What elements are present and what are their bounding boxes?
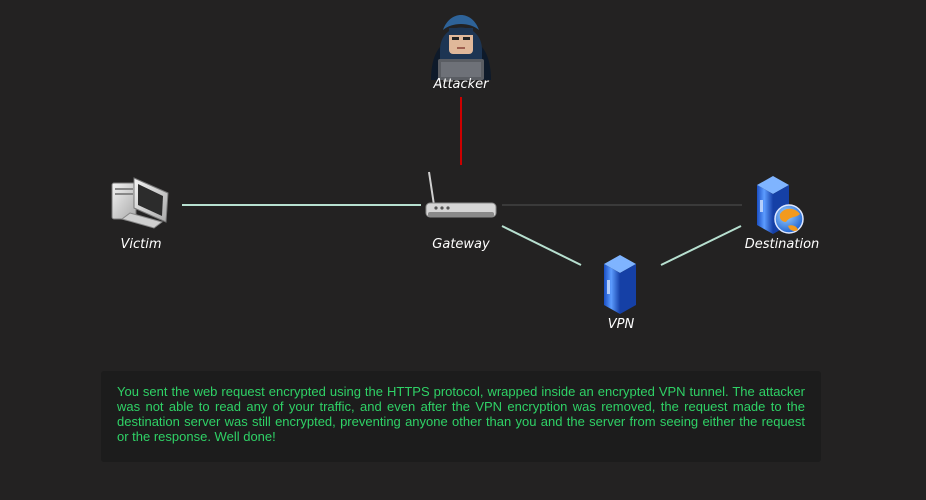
server-tower-icon	[604, 255, 636, 314]
link-vpn-destination	[660, 225, 742, 266]
web-server-globe-icon	[757, 176, 804, 234]
link-gateway-vpn	[501, 225, 582, 266]
result-message-box: You sent the web request encrypted using…	[101, 371, 821, 462]
node-label-attacker: Attacker	[433, 77, 489, 92]
result-message-text: You sent the web request encrypted using…	[117, 384, 805, 444]
router-icon	[425, 171, 497, 218]
node-label-gateway: Gateway	[432, 237, 490, 252]
hooded-hacker-laptop-icon	[431, 15, 491, 80]
node-label-victim: Victim	[120, 237, 162, 252]
desktop-computer-icon	[111, 177, 169, 229]
node-label-vpn: VPN	[607, 317, 635, 332]
node-label-destination: Destination	[744, 237, 820, 252]
